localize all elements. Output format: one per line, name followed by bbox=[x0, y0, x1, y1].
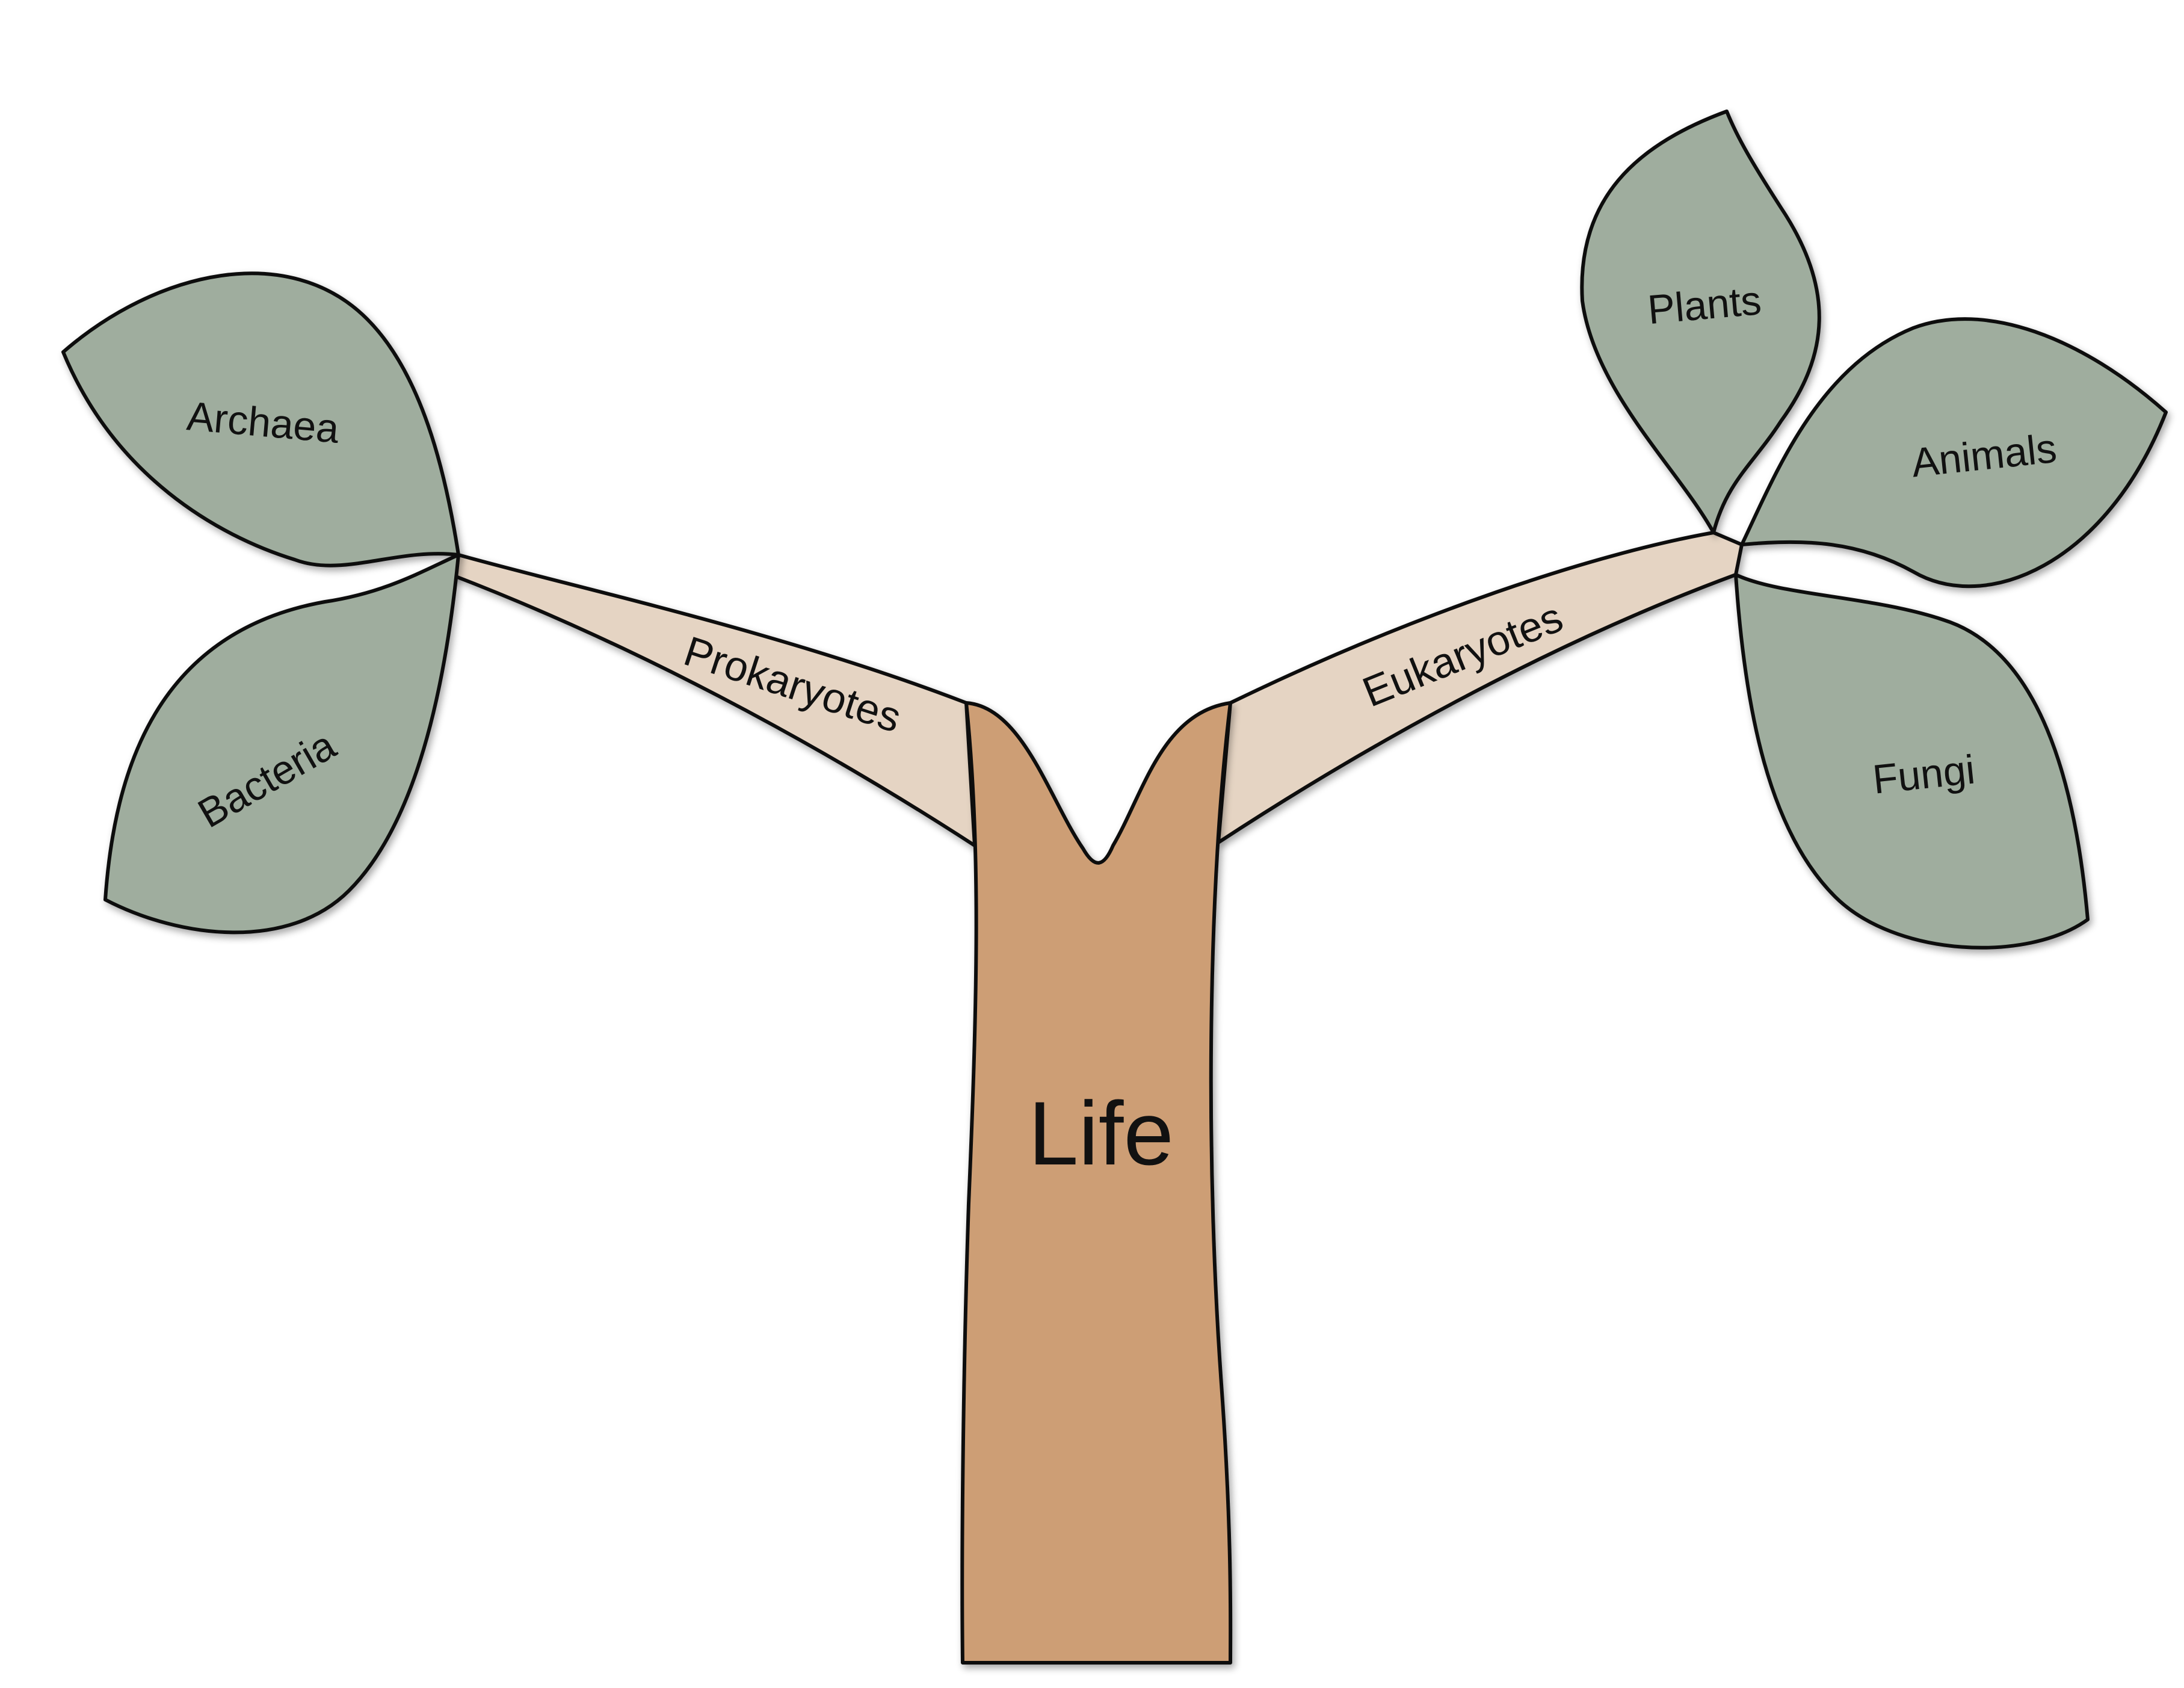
fungi-label: Fungi bbox=[1871, 746, 1977, 802]
archaea-leaf bbox=[61, 271, 460, 567]
fungi-leaf bbox=[1734, 573, 2090, 950]
plants-leaf bbox=[1580, 110, 1821, 534]
animals-leaf bbox=[1740, 317, 2168, 589]
eukaryotes-branch bbox=[1217, 531, 1744, 844]
life-label: Life bbox=[1028, 1083, 1174, 1184]
trunk bbox=[960, 701, 1233, 1665]
bacteria-leaf bbox=[103, 553, 460, 935]
plants-label: Plants bbox=[1646, 277, 1763, 333]
